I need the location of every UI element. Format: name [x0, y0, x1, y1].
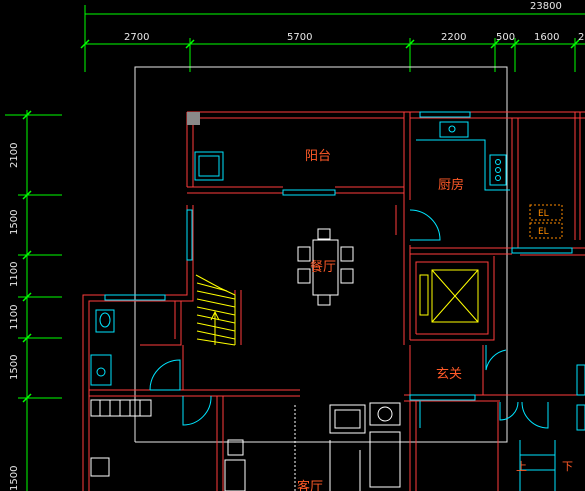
building-outline: [134, 66, 508, 443]
dimension-top-4: 500: [496, 32, 515, 43]
lower-fixtures: [90, 399, 401, 491]
elevator-tags: [529, 204, 563, 239]
room-label-dining: 餐厅: [310, 259, 336, 275]
room-label-foyer: 玄关: [436, 367, 462, 382]
top-dimension-ticks: [80, 39, 580, 49]
dimension-left-5: 1500: [9, 355, 20, 380]
dimension-top-3: 2200: [441, 32, 466, 43]
structural-column: [187, 112, 200, 125]
kitchen-counter: [416, 121, 510, 191]
dimension-left-4: 1100: [9, 305, 20, 330]
staircase: [195, 274, 236, 346]
elevator-shaft: [419, 269, 479, 323]
dimension-top-2: 5700: [287, 32, 312, 43]
stair-label-down: 下: [562, 460, 573, 473]
room-label-balcony: 阳台: [305, 149, 331, 164]
dimension-top-6: 2: [578, 32, 584, 43]
dimension-left-1: 2100: [9, 143, 20, 168]
bathroom-fixtures: [90, 309, 115, 386]
dining-table: [297, 228, 354, 306]
elevator-tag-1: EL: [538, 209, 549, 219]
room-label-kitchen: 厨房: [438, 177, 464, 193]
left-dimension-ticks: [22, 110, 32, 403]
left-dimension-lines: [5, 110, 62, 491]
windows: [104, 111, 573, 401]
walls: [82, 111, 585, 491]
dimension-total: 23800: [530, 1, 562, 12]
dimension-left-2: 1500: [9, 210, 20, 235]
dimension-top-1: 2700: [124, 32, 149, 43]
dimension-left-6: 1500: [9, 466, 20, 491]
doors: [149, 209, 549, 429]
right-stair: [519, 364, 585, 491]
stair-label-up: 上: [516, 460, 527, 473]
room-label-living: 客厅: [297, 479, 323, 491]
balcony-chair: [194, 151, 224, 181]
elevator-tag-2: EL: [538, 227, 549, 237]
dimension-left-3: 1100: [9, 262, 20, 287]
dimension-top-5: 1600: [534, 32, 559, 43]
